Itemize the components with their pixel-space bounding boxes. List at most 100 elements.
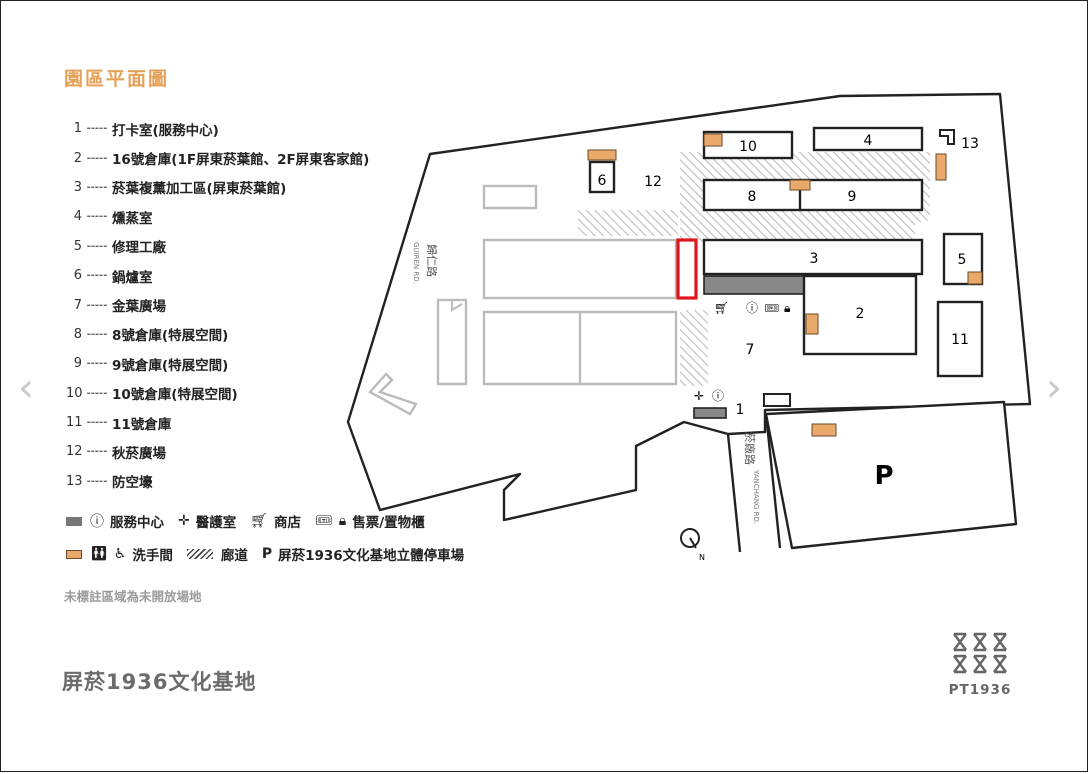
legend-item: 7-----金葉廣場 (66, 290, 369, 319)
map-key: ⓘ 服務中心 ✛ 醫護室 🛒︎ 商店 🎟︎ 🔒︎ 售票/置物櫃 🚻︎ ♿︎ 洗手… (66, 510, 478, 576)
guiren-road-label: 歸仁路 (425, 244, 439, 277)
corridor-swatch (186, 549, 213, 559)
legend-label: 打卡室(服務中心) (112, 122, 219, 139)
corridor-hatch-west (578, 210, 678, 236)
legend-dash: ----- (86, 358, 108, 370)
next-arrow-icon[interactable]: › (1046, 365, 1062, 411)
legend-item: 5-----修理工廠 (66, 232, 369, 261)
toilet-marker (703, 133, 723, 147)
logo-mark-icon (953, 632, 1007, 674)
building-2[interactable] (802, 274, 918, 356)
logo-text: PT1936 (948, 682, 1012, 698)
building-11[interactable] (936, 300, 984, 378)
legend-item: 2-----16號倉庫(1F屏東菸葉館、2F屏東客家館) (66, 143, 370, 172)
road-edge-left (726, 433, 742, 553)
toilet-marker (967, 271, 983, 285)
legend-dash: ----- (86, 211, 108, 223)
legend-number: 12 (66, 444, 83, 460)
closed-building (482, 184, 538, 210)
key-parking-label: 屏菸1936文化基地立體停車場 (278, 548, 465, 564)
building-9-label: 9 (848, 189, 857, 205)
legend-item: 13-----防空壕 (66, 467, 369, 496)
pt1936-logo: PT1936 (948, 630, 1012, 698)
building-6[interactable] (588, 160, 616, 194)
building-5-label: 5 (958, 252, 967, 268)
toilet-swatch (66, 549, 82, 559)
closed-building (368, 372, 418, 416)
legend-item: 12----- 秋菸廣場 (66, 437, 369, 466)
building-3[interactable] (702, 238, 924, 276)
legend-dash: ----- (86, 270, 108, 282)
legend-label: 秋菸廣場 (112, 445, 166, 462)
service-center-building-1[interactable] (693, 407, 727, 419)
road-edge-right (764, 413, 782, 549)
building-11-label: 11 (951, 332, 969, 348)
legend-label: 11號倉庫 (112, 416, 172, 433)
gate-booth (763, 393, 791, 407)
highlight-marker (676, 238, 698, 300)
prev-arrow-icon[interactable]: ‹ (18, 365, 34, 411)
building-10-label: 10 (739, 139, 757, 155)
building-4-label: 4 (864, 133, 873, 149)
info-icon: ⓘ (90, 514, 104, 530)
compass-icon: N (680, 528, 705, 562)
building-4[interactable] (812, 126, 924, 152)
legend-number: 4 (73, 209, 82, 225)
toilet-marker (789, 179, 811, 191)
legend-item: 4-----燻蒸室 (66, 202, 369, 231)
parking-symbol: P (874, 461, 893, 491)
legend-label: 防空壕 (112, 475, 153, 492)
building-8-9[interactable] (702, 178, 924, 212)
info-icon: ⓘ (746, 301, 758, 315)
legend-number: 9 (73, 356, 82, 372)
legend-item: 9 ----- 9號倉庫(特展空間) (66, 349, 369, 378)
info-icon: ⓘ (712, 389, 724, 403)
legend-label: 菸葉複薰加工區(屏東菸葉館) (112, 181, 287, 198)
medical-cross-icon: ✛ (178, 513, 190, 529)
site-map: 6 12 10 4 13 8 9 3 🛒︎ ⓘ 🎟︎ 🔒︎ 2 5 11 7 ✛… (346, 92, 1032, 562)
key-row-facilities: ⓘ 服務中心 ✛ 醫護室 🛒︎ 商店 🎟︎ 🔒︎ 售票/置物櫃 (66, 510, 478, 532)
building-6-label: 6 (598, 173, 607, 189)
legend-label: 9號倉庫(特展空間) (112, 357, 229, 374)
toilet-marker (587, 149, 617, 161)
legend-dash: ----- (86, 446, 108, 458)
compass-label: N (699, 553, 705, 562)
yanchang-road-en-label: YANCHANG RD. (752, 469, 760, 524)
shelter-13-label: 13 (961, 136, 979, 152)
legend-label: 16號倉庫(1F屏東菸葉館、2F屏東客家館) (112, 152, 370, 169)
legend-number: 7 (73, 297, 82, 313)
service-swatch (66, 516, 82, 526)
legend-label: 鍋爐室 (112, 269, 153, 286)
yanchang-road-label: 菸廠路 (743, 432, 757, 465)
legend-number: 8 (73, 326, 82, 342)
legend-item: 10-----10號倉庫(特展空間) (66, 379, 369, 408)
legend-dash: ----- (86, 417, 108, 429)
key-ticket-label: 售票/置物櫃 (352, 515, 425, 531)
legend-item: 11-----11號倉庫 (66, 408, 369, 437)
legend-dash: ----- (86, 299, 108, 311)
building-1-label: 1 (736, 402, 745, 418)
shelter-13[interactable] (939, 129, 955, 145)
closed-area-note: 未標註區域為未開放場地 (64, 589, 202, 604)
key-corridor-label: 廊道 (220, 548, 248, 564)
legend-label: 修理工廠 (112, 240, 166, 257)
legend-item: 8-----8號倉庫(特展空間) (66, 320, 369, 349)
closed-building (482, 238, 678, 300)
legend-dash: ----- (86, 240, 108, 252)
closed-building-mark (451, 300, 463, 312)
key-toilet-label: 洗手間 (132, 548, 173, 564)
shop-icon: 🛒︎ (714, 301, 729, 315)
legend-dash: ----- (86, 152, 108, 164)
legend-item: 3-----菸葉複薰加工區(屏東菸葉館) (66, 173, 369, 202)
toilet-marker (805, 313, 819, 335)
legend-label: 10號倉庫(特展空間) (112, 387, 238, 404)
legend-dash: ----- (86, 387, 108, 399)
key-medical-label: 醫護室 (195, 515, 237, 531)
shopping-cart-icon: 🛒︎ (250, 513, 269, 529)
legend-number: 13 (66, 473, 83, 489)
restroom-icon: 🚻︎ (90, 546, 108, 562)
accessible-icon: ♿︎ (113, 546, 127, 562)
site-boundary-south (764, 400, 1018, 550)
legend-number: 3 (73, 179, 82, 195)
legend-label: 8號倉庫(特展空間) (112, 328, 229, 345)
